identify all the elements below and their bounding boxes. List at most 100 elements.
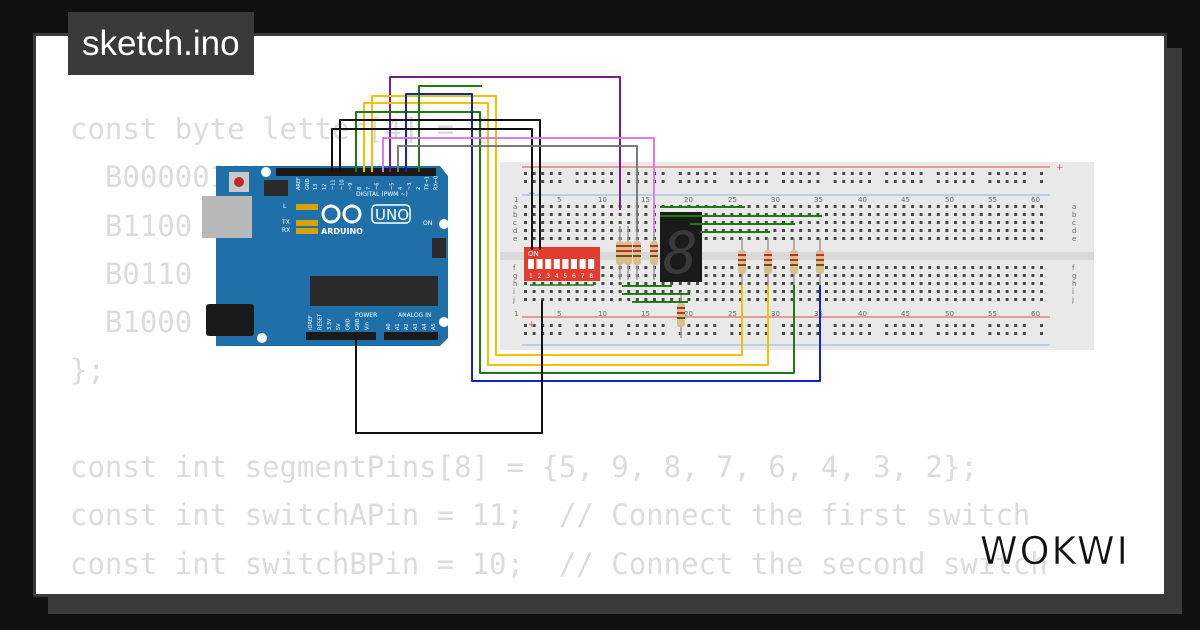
- breadboard-hole: [704, 332, 708, 335]
- breadboard-hole: [893, 266, 897, 269]
- breadboard-hole: [764, 237, 768, 240]
- breadboard-hole: [885, 221, 889, 224]
- breadboard-hole: [997, 298, 1000, 301]
- breadboard-hole: [618, 298, 622, 301]
- breadboard-hole: [644, 172, 648, 175]
- breadboard-hole: [696, 324, 699, 327]
- breadboard-hole: [790, 221, 794, 224]
- breadboard-hole: [592, 324, 596, 327]
- breadboard-hole: [911, 180, 914, 183]
- wokwi-logo-icon[interactable]: WOKWI: [978, 526, 1150, 572]
- resistor-band: [633, 255, 641, 257]
- breadboard-hole: [997, 205, 1000, 208]
- breadboard-hole: [790, 172, 794, 175]
- breadboard-hole: [816, 221, 820, 224]
- resistor-band: [677, 307, 685, 309]
- breadboard-hole: [842, 213, 846, 216]
- breadboard-hole: [1014, 213, 1018, 216]
- breadboard-hole: [850, 332, 854, 335]
- breadboard-hole: [704, 298, 708, 301]
- breadboard-hole: [1005, 229, 1009, 232]
- breadboard-hole: [773, 290, 777, 293]
- breadboard-hole: [1005, 213, 1009, 216]
- power-pin-label: GND: [346, 318, 352, 330]
- breadboard-hole: [928, 274, 932, 277]
- row-letter: i: [513, 288, 515, 296]
- breadboard-hole: [567, 298, 570, 301]
- breadboard-hole: [799, 266, 803, 269]
- breadboard-hole: [610, 237, 613, 240]
- breadboard-hole: [833, 332, 837, 335]
- breadboard-hole: [532, 298, 536, 301]
- breadboard-hole: [1031, 213, 1035, 216]
- breadboard-hole: [893, 205, 897, 208]
- breadboard-hole: [988, 290, 992, 293]
- breadboard-hole: [721, 274, 725, 277]
- wire-yellow: [371, 95, 743, 356]
- breadboard-hole: [567, 290, 570, 293]
- breadboard-hole: [799, 237, 803, 240]
- breadboard-hole: [954, 274, 957, 277]
- resistor-band: [616, 245, 624, 247]
- resistor-band: [624, 250, 632, 252]
- dip-toggle[interactable]: [545, 259, 552, 269]
- project-title[interactable]: sketch.ino: [68, 12, 254, 75]
- breadboard-hole: [859, 332, 863, 335]
- breadboard-hole: [713, 282, 717, 285]
- breadboard-hole: [704, 221, 708, 224]
- dip-toggle[interactable]: [579, 259, 586, 269]
- column-number: 10: [598, 196, 607, 204]
- breadboard-hole: [945, 229, 949, 232]
- row-letter: c: [513, 219, 517, 227]
- dip-toggle[interactable]: [536, 259, 543, 269]
- breadboard-hole: [911, 324, 914, 327]
- breadboard-hole: [799, 324, 803, 327]
- breadboard-hole: [1040, 266, 1043, 269]
- breadboard-hole: [704, 290, 708, 293]
- breadboard-hole: [1005, 266, 1009, 269]
- breadboard-hole: [1040, 290, 1043, 293]
- breadboard-hole: [936, 282, 940, 285]
- breadboard-hole: [876, 205, 880, 208]
- breadboard-hole: [945, 221, 949, 224]
- column-number: 1: [514, 310, 518, 318]
- arduino-uno-board[interactable]: UNO ARDUINO DIGITAL (PWM ~) POWER ANALOG…: [202, 166, 449, 346]
- breadboard-hole: [601, 274, 605, 277]
- breadboard-hole: [730, 180, 734, 183]
- breadboard-hole: [532, 237, 536, 240]
- dip-toggle[interactable]: [562, 259, 569, 269]
- breadboard-hole: [868, 274, 871, 277]
- breadboard-hole: [885, 324, 889, 327]
- resistor: [650, 241, 658, 265]
- breadboard-hole: [1022, 324, 1026, 327]
- breadboard-hole: [764, 205, 768, 208]
- breadboard-hole: [601, 180, 605, 183]
- breadboard-hole: [997, 332, 1000, 335]
- dip-toggle[interactable]: [528, 259, 534, 269]
- row-letter: e: [513, 235, 517, 243]
- power-pin-label: Vin: [364, 322, 370, 330]
- breadboard-hole: [524, 229, 527, 232]
- breadboard-hole: [902, 180, 906, 183]
- breadboard-hole: [962, 172, 966, 175]
- breadboard-hole: [756, 213, 760, 216]
- breadboard-hole: [782, 229, 785, 232]
- row-letter: f: [1072, 264, 1075, 272]
- breadboard-hole: [885, 266, 889, 269]
- dip-toggle[interactable]: [588, 259, 595, 269]
- breadboard-hole: [928, 282, 932, 285]
- breadboard-hole: [627, 332, 631, 335]
- breadboard-hole: [928, 266, 932, 269]
- breadboard-hole: [807, 180, 811, 183]
- breadboard-hole: [876, 266, 880, 269]
- column-number: 50: [945, 196, 954, 204]
- breadboard-hole: [885, 237, 889, 240]
- mounting-hole: [261, 167, 271, 177]
- dip-toggle[interactable]: [553, 259, 560, 269]
- breadboard-hole: [756, 282, 760, 285]
- dip-toggle[interactable]: [571, 259, 577, 269]
- breadboard-hole: [696, 180, 699, 183]
- mounting-hole: [439, 317, 449, 327]
- breadboard-hole: [962, 298, 966, 301]
